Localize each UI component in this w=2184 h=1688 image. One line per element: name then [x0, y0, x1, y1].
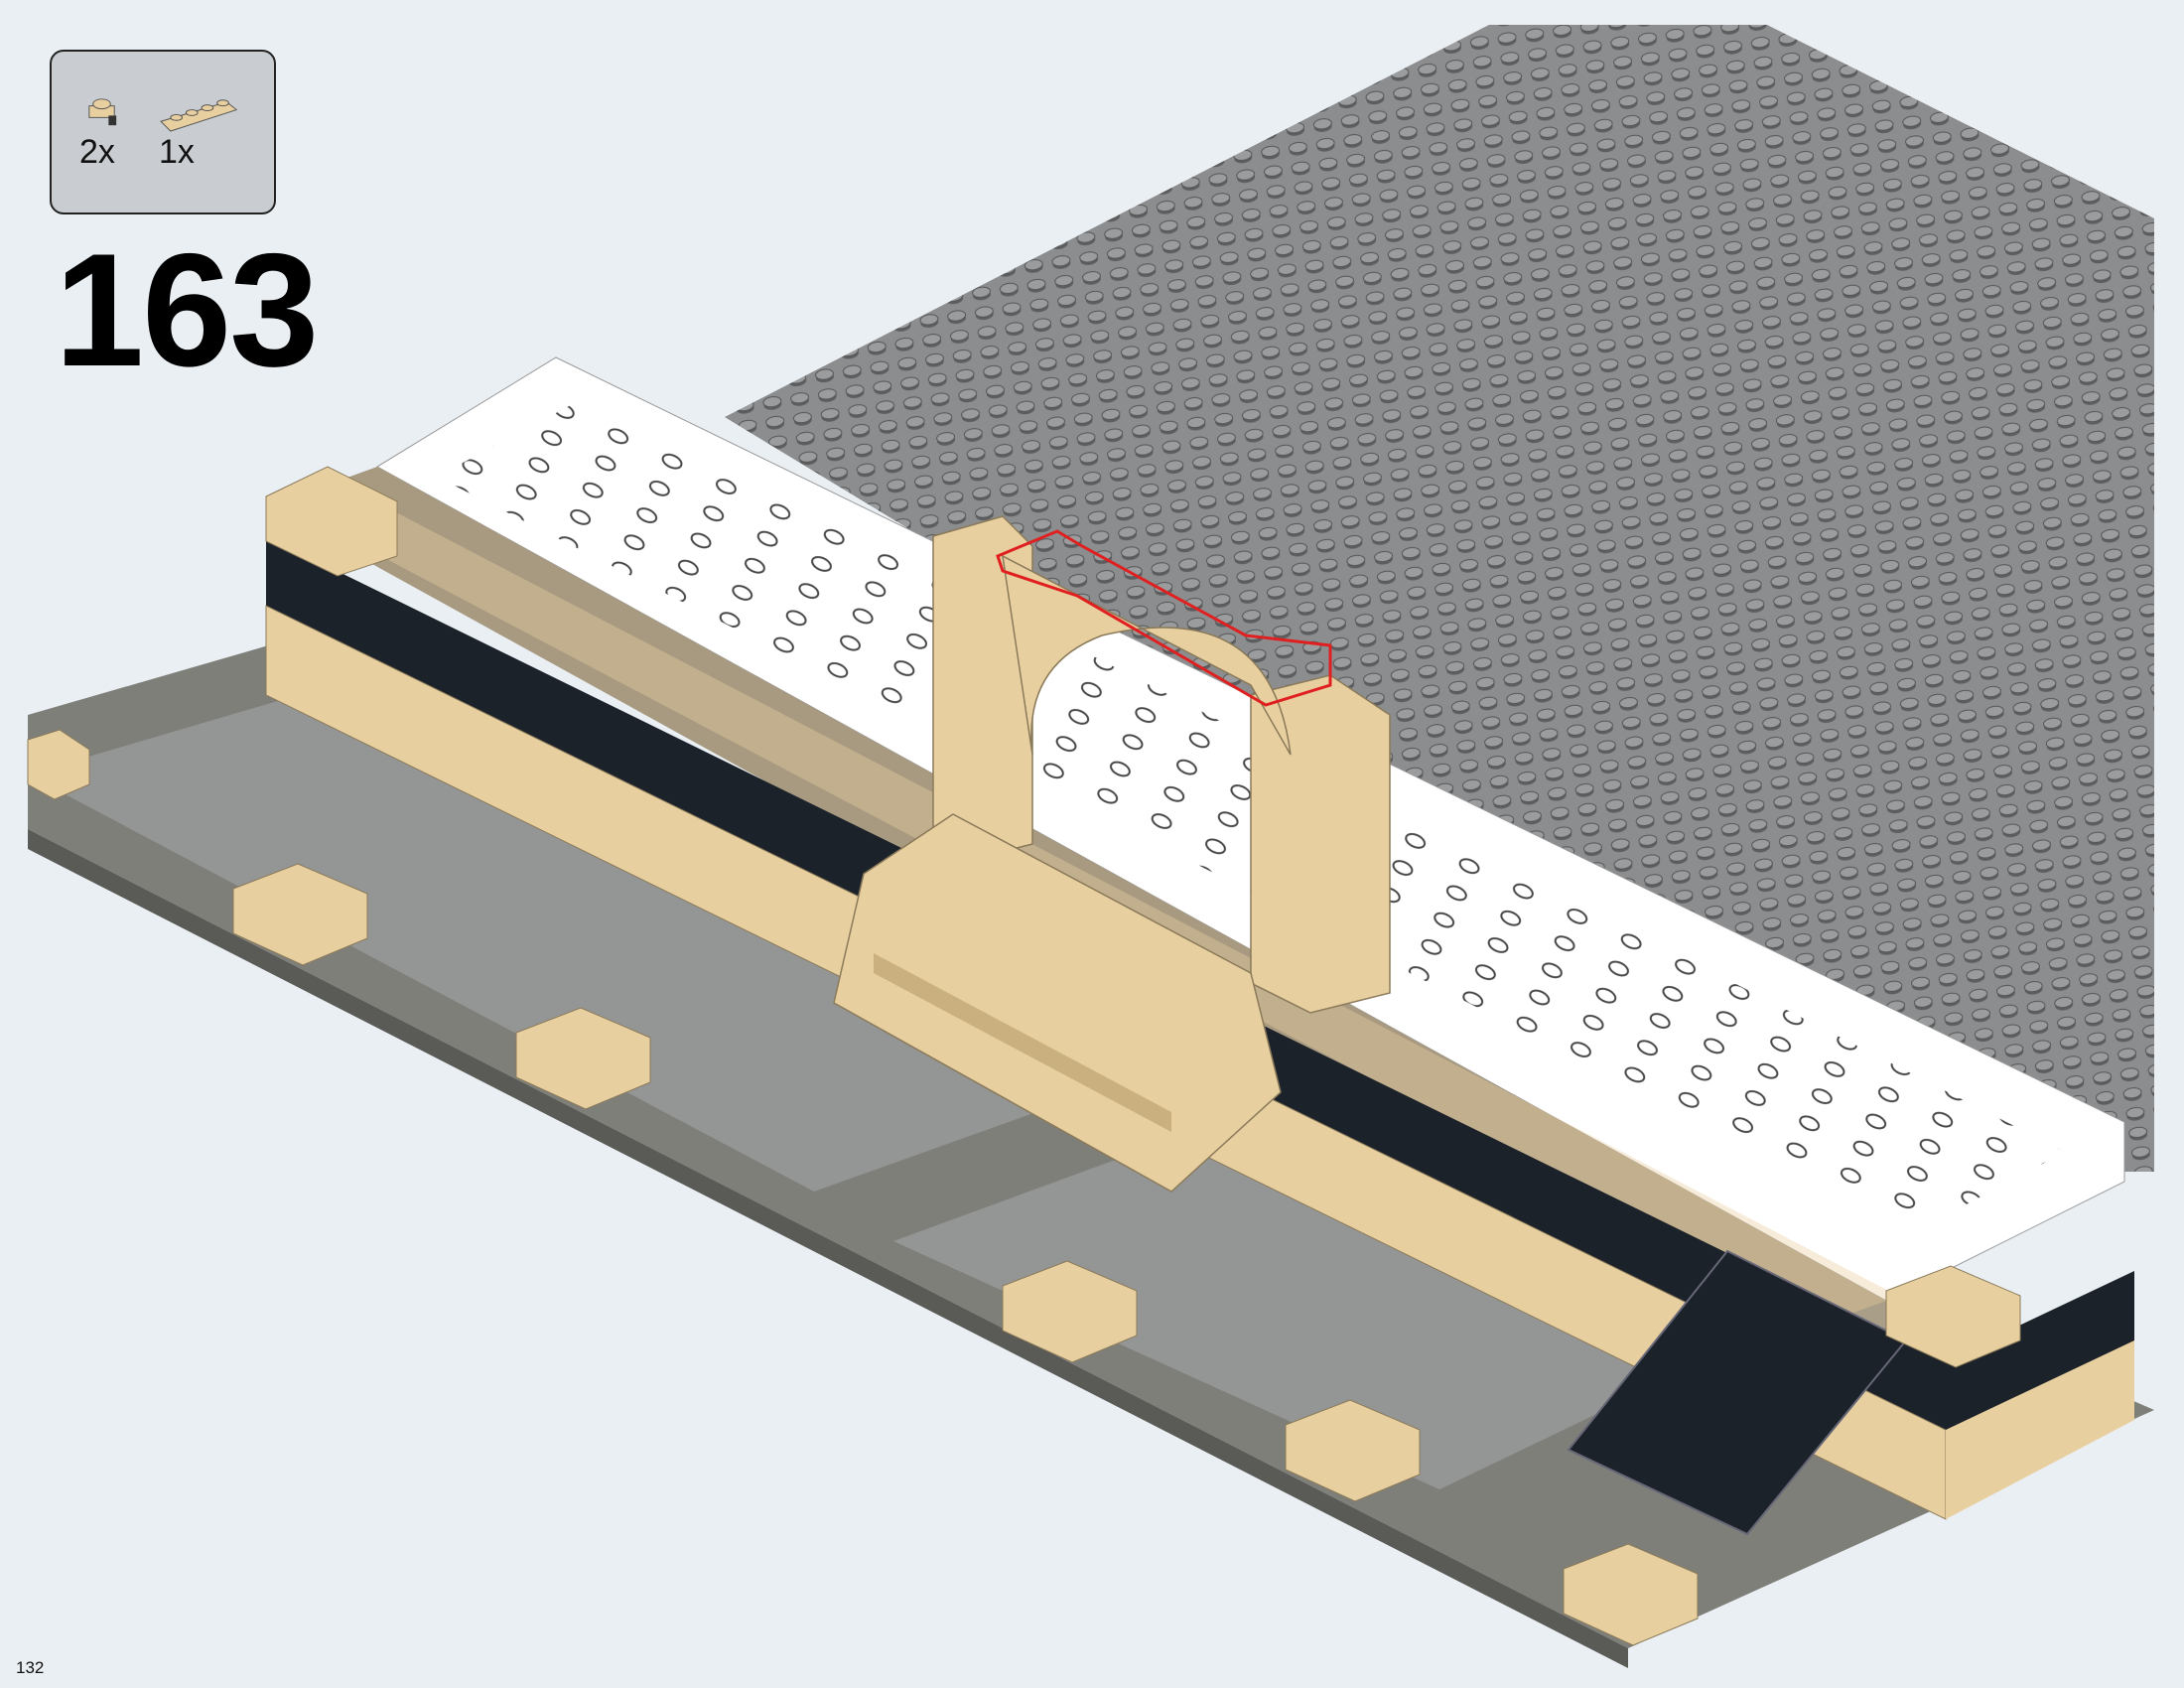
tan-brick	[1002, 1260, 1138, 1363]
parts-list: 2x 1x	[50, 50, 276, 214]
tan-corner-block	[265, 466, 398, 577]
part-quantity: 2x	[79, 133, 115, 171]
hinge-plate-1x4-icon	[160, 99, 238, 132]
arch-right-pillar	[1250, 674, 1391, 1014]
tan-brick	[1285, 1399, 1421, 1502]
street-base-edge	[28, 829, 1628, 1668]
sidewalk-tiles-light	[28, 695, 1092, 1192]
new-part-highlight	[996, 529, 1332, 707]
bench-seat-shadow	[874, 953, 1171, 1132]
plate-with-clip-icon	[88, 98, 117, 126]
gray-baseplate	[725, 25, 2154, 1172]
tan-brick	[1563, 1543, 1699, 1646]
page-number: 132	[16, 1658, 45, 1677]
tan-brick	[1885, 1265, 2021, 1368]
bench	[833, 813, 1282, 1193]
sidewalk-tiles-light	[893, 1132, 1688, 1489]
tan-brick	[27, 729, 90, 800]
tan-brick	[515, 1007, 651, 1110]
part-quantity: 1x	[159, 133, 195, 171]
tan-brick	[232, 863, 368, 966]
step-number: 163	[55, 220, 319, 400]
platform-end-tan	[1946, 1340, 2134, 1519]
